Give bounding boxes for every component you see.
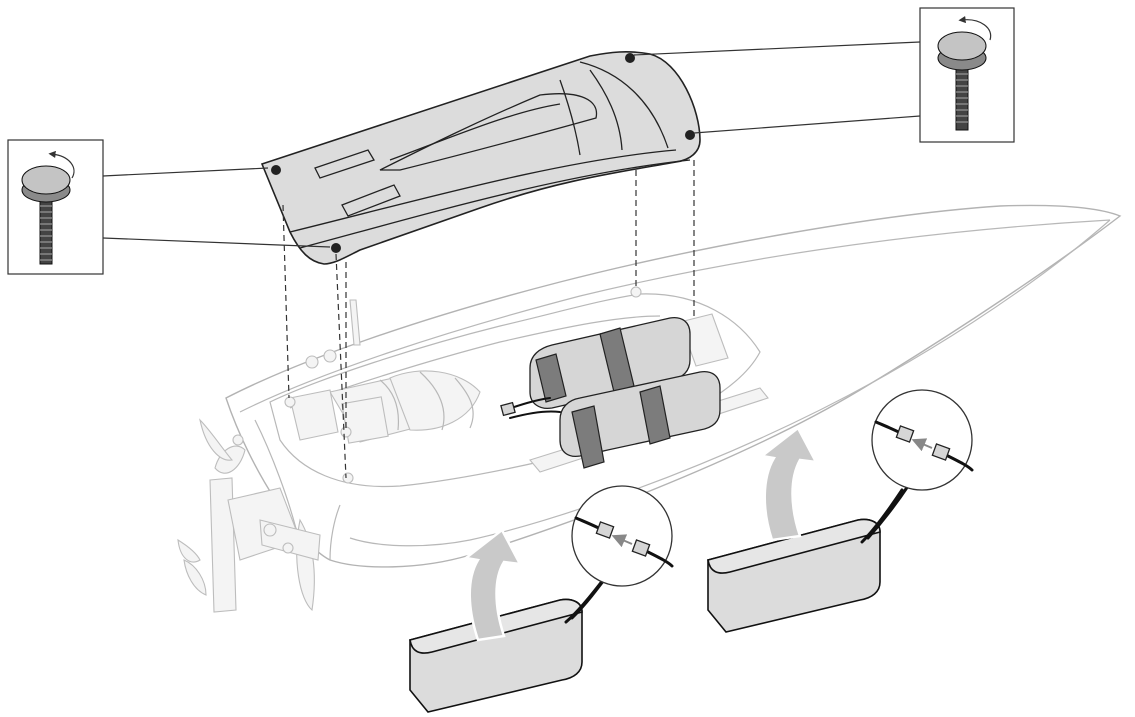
removed-battery-right — [707, 426, 910, 633]
thumbscrew-icon — [937, 31, 987, 131]
connector-detail-left — [571, 485, 674, 587]
hatch-cover — [260, 51, 701, 265]
curved-up-arrow-icon — [462, 528, 523, 642]
thumbscrew-callout-right — [633, 7, 1015, 143]
rotate-counterclockwise-arrow-icon — [958, 16, 992, 41]
rotate-counterclockwise-arrow-icon — [48, 150, 75, 179]
connector-plug-icon — [911, 438, 933, 452]
stern-drive-assembly — [177, 418, 321, 613]
alignment-lines — [282, 160, 695, 479]
installed-wiring — [500, 397, 561, 419]
thumbscrew-icon — [21, 165, 71, 265]
connector-plug-icon — [611, 534, 633, 548]
installed-battery-front — [559, 370, 721, 469]
thumbscrew-callout-left — [7, 139, 331, 275]
installed-battery-rear — [529, 316, 691, 410]
curved-up-arrow-icon — [758, 426, 819, 542]
removed-battery-left — [409, 528, 612, 713]
connector-detail-right — [871, 389, 974, 491]
interior-electronics — [284, 286, 642, 484]
